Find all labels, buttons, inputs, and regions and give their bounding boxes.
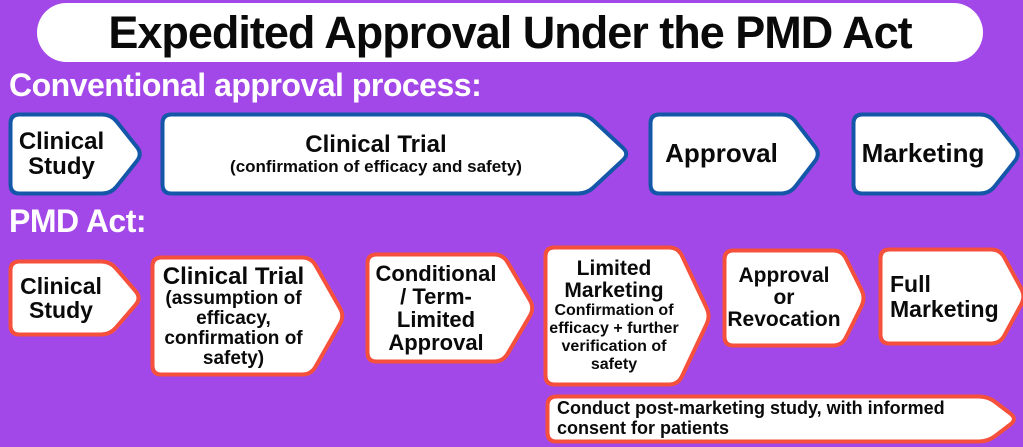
arrow-shape <box>365 252 535 364</box>
arrow-shape <box>878 247 1023 346</box>
conv-step-clinical-study: Clinical Study <box>8 112 145 196</box>
arrow-shape <box>543 245 711 387</box>
pmd-step-conditional-approval: Conditional / Term- Limited Approval <box>365 252 537 364</box>
arrow-shape <box>648 112 820 196</box>
step-label: Clinical Study <box>18 127 105 180</box>
arrow-shape <box>160 112 629 196</box>
conv-step-clinical-trial: Clinical Trial (confirmation of efficacy… <box>160 112 632 196</box>
arrow-shape <box>545 394 1016 444</box>
step-label: Full Marketing <box>890 271 999 322</box>
step-label: Clinical Study <box>20 272 102 323</box>
post-marketing-note: Conduct post-marketing study, with infor… <box>545 394 1020 444</box>
step-label: Clinical Trial <box>305 131 447 159</box>
step-label: Clinical Trial <box>162 262 305 290</box>
pmd-step-approval-or-revocation: Approval or Revocation <box>722 248 868 348</box>
conv-step-marketing: Marketing <box>851 112 1023 196</box>
step-sublabel: (assumption of efficacy, confirmation of… <box>164 287 303 369</box>
step-sublabel: (confirmation of efficacy and safety) <box>230 156 522 176</box>
arrow-shape <box>150 255 345 377</box>
conv-step-approval: Approval <box>648 112 823 196</box>
arrow-shape <box>851 112 1020 196</box>
pmd-heading: PMD Act: <box>9 203 147 239</box>
pmd-step-limited-marketing: Limited Marketing Confirmation of effica… <box>543 245 713 387</box>
pmd-step-full-marketing: Full Marketing <box>878 247 1023 346</box>
conventional-heading: Conventional approval process: <box>9 67 482 103</box>
step-sublabel: Confirmation of efficacy + further verif… <box>549 302 679 373</box>
step-label: Approval or Revocation <box>727 263 841 332</box>
note-text: Conduct post-marketing study, with infor… <box>557 398 945 438</box>
arrow-shape <box>8 259 141 337</box>
pmd-step-clinical-study: Clinical Study <box>8 259 144 337</box>
arrow-shape <box>722 248 866 348</box>
page-title: Expedited Approval Under the PMD Act <box>108 6 912 58</box>
step-label: Approval <box>665 138 778 169</box>
step-label: Conditional / Term- Limited Approval <box>375 260 497 356</box>
pmd-step-clinical-trial: Clinical Trial (assumption of efficacy, … <box>150 255 347 377</box>
title-pill: Expedited Approval Under the PMD Act <box>37 3 983 62</box>
arrow-shape <box>8 112 142 196</box>
step-label: Marketing <box>861 138 985 169</box>
step-label: Limited Marketing <box>564 257 664 303</box>
